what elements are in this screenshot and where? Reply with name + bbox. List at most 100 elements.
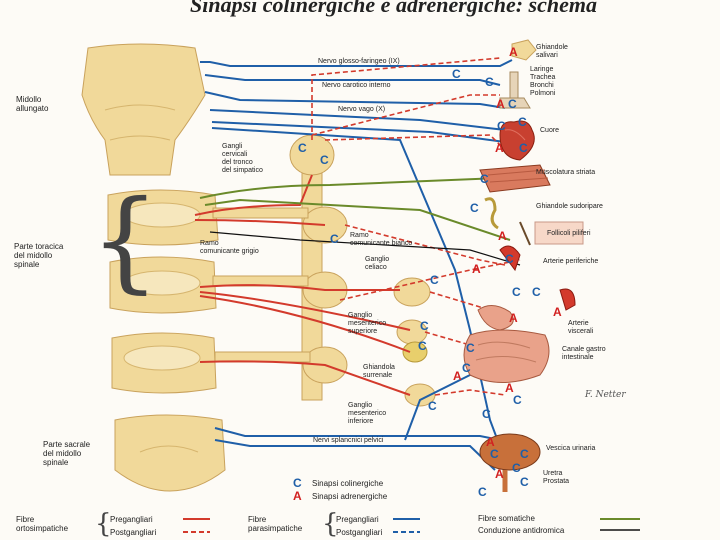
marker-c: C (490, 447, 499, 461)
sympathetic-preganglionic (194, 174, 411, 396)
label-adrenal: Ghiandola surrenale (363, 364, 395, 379)
legend-antidromic: Conduzione antidromica (478, 526, 565, 535)
label-pelvic: Nervi splancnici pelvici (313, 437, 384, 444)
label-cervical-ganglia: Gangli cervicali del tronco del simpatic… (222, 143, 263, 174)
salivary-gland (511, 39, 537, 61)
marker-a: A (509, 311, 518, 325)
sympathetic-chain (212, 134, 348, 401)
marker-c: C (485, 75, 494, 89)
hair-follicle (519, 221, 584, 246)
somatic-fibers (199, 177, 525, 241)
key-adrenergic: Sinapsi adrenergiche (312, 492, 388, 501)
marker-c: C (298, 141, 307, 155)
marker-c: C (520, 475, 529, 489)
label-gi: Canale gastro intestinale (562, 346, 606, 361)
marker-a: A (505, 381, 514, 395)
label-pili: Follicoli piliferi (547, 230, 591, 237)
label-striated: Muscolatura striata (536, 169, 596, 176)
legend-para-pre: Pregangliari (336, 515, 379, 524)
visceral-artery (559, 288, 576, 311)
bladder-organ (479, 433, 541, 492)
marker-c: C (532, 285, 541, 299)
key-marker-c: C (293, 476, 302, 490)
marker-a: A (553, 305, 562, 319)
marker-c: C (320, 153, 329, 167)
label-heart: Cuore (540, 127, 560, 134)
antidromic-fibers (209, 231, 521, 266)
marker-a: A (472, 262, 481, 276)
marker-c: C (466, 341, 475, 355)
label-peripheral-arteries: Arterie periferiche (543, 258, 599, 265)
label-white-ramus: Ramo comunicante bianco (350, 232, 413, 247)
label-visceral-arteries: Arterie viscerali (568, 320, 594, 335)
marker-c: C (519, 141, 528, 155)
marker-c: C (478, 485, 487, 499)
heart-organ (499, 120, 535, 161)
legend-ortho: Fibre ortosimpatiche (16, 515, 69, 533)
label-grey-ramus: Ramo comunicante grigio (200, 240, 259, 255)
marker-a: A (495, 467, 504, 481)
legend-ortho-pre: Pregangliari (110, 515, 153, 524)
key-cholinergic: Sinapsi colinergiche (312, 479, 384, 488)
gi-tract (463, 305, 550, 383)
cord-segment-lumbar (111, 332, 217, 394)
marker-c: C (480, 172, 489, 186)
cord-segment-sacral (114, 414, 226, 492)
synapse-markers: A C C A C C C A C C C C C A C C A C C C … (298, 45, 562, 499)
label-sacral: Parte sacrale del midollo spinale (43, 440, 91, 467)
legend-ortho-post: Postgangliari (110, 528, 157, 537)
diagram-title: Sinapsi colinergiche e adrenergiche: sch… (190, 0, 597, 17)
striated-muscle (479, 164, 551, 193)
legend-para-post: Postgangliari (336, 528, 383, 537)
marker-c: C (330, 232, 339, 246)
label-carotid: Nervo carotico interno (322, 82, 391, 89)
marker-c: C (505, 252, 514, 266)
label-airway: Laringe Trachea Bronchi Polmoni (530, 66, 556, 97)
label-sup-mesenteric: Ganglio mesenterico superiore (348, 312, 387, 335)
label-celiac: Ganglio celiaco (365, 256, 390, 271)
marker-a: A (509, 45, 518, 59)
marker-c: C (508, 97, 517, 111)
artist-signature: F. Netter (585, 390, 626, 400)
legend-para: Fibre parasimpatiche (248, 515, 303, 533)
marker-c: C (518, 115, 527, 129)
marker-c: C (470, 201, 479, 215)
marker-a: A (496, 97, 505, 111)
cranial-parasympathetic (200, 59, 513, 461)
marker-c: C (418, 339, 427, 353)
marker-c: C (420, 319, 429, 333)
marker-a: A (495, 141, 504, 155)
adrenal-gland (402, 341, 428, 363)
marker-c: C (430, 273, 439, 287)
marker-c: C (462, 361, 471, 375)
label-vagus: Nervo vago (X) (338, 106, 386, 113)
legend-lines (183, 518, 640, 533)
label-thoracolumbar: Parte toracica del midollo spinale (14, 242, 64, 269)
airway (499, 71, 531, 109)
label-glossopharyngeal: Nervo glosso-faringeo (IX) (318, 58, 400, 65)
marker-a: A (453, 369, 462, 383)
legend-somatic: Fibre somatiche (478, 514, 535, 523)
legend-ortho-brace: { (95, 509, 112, 539)
marker-c: C (512, 285, 521, 299)
marker-c: C (497, 119, 506, 133)
marker-c: C (513, 393, 522, 407)
label-salivary: Ghiandole salivari (536, 44, 568, 59)
marker-c: C (452, 67, 461, 81)
marker-c: C (482, 407, 491, 421)
marker-a: A (486, 435, 495, 449)
cord-segment-thoracic-2 (109, 256, 217, 314)
medulla-oblongata (81, 43, 206, 176)
label-inf-mesenteric: Ganglio mesenterico inferiore (348, 402, 387, 425)
label-uro: Uretra Prostata (543, 470, 570, 485)
label-sweat: Ghiandole sudoripare (536, 203, 603, 210)
label-medulla: Midollo allungato (16, 95, 49, 113)
marker-c: C (520, 447, 529, 461)
sweat-gland (484, 197, 499, 230)
cord-segment-thoracic-1 (107, 189, 219, 246)
marker-a: A (498, 229, 507, 243)
celiac-ganglion (393, 277, 431, 307)
label-bladder: Vescica urinaria (546, 445, 596, 452)
